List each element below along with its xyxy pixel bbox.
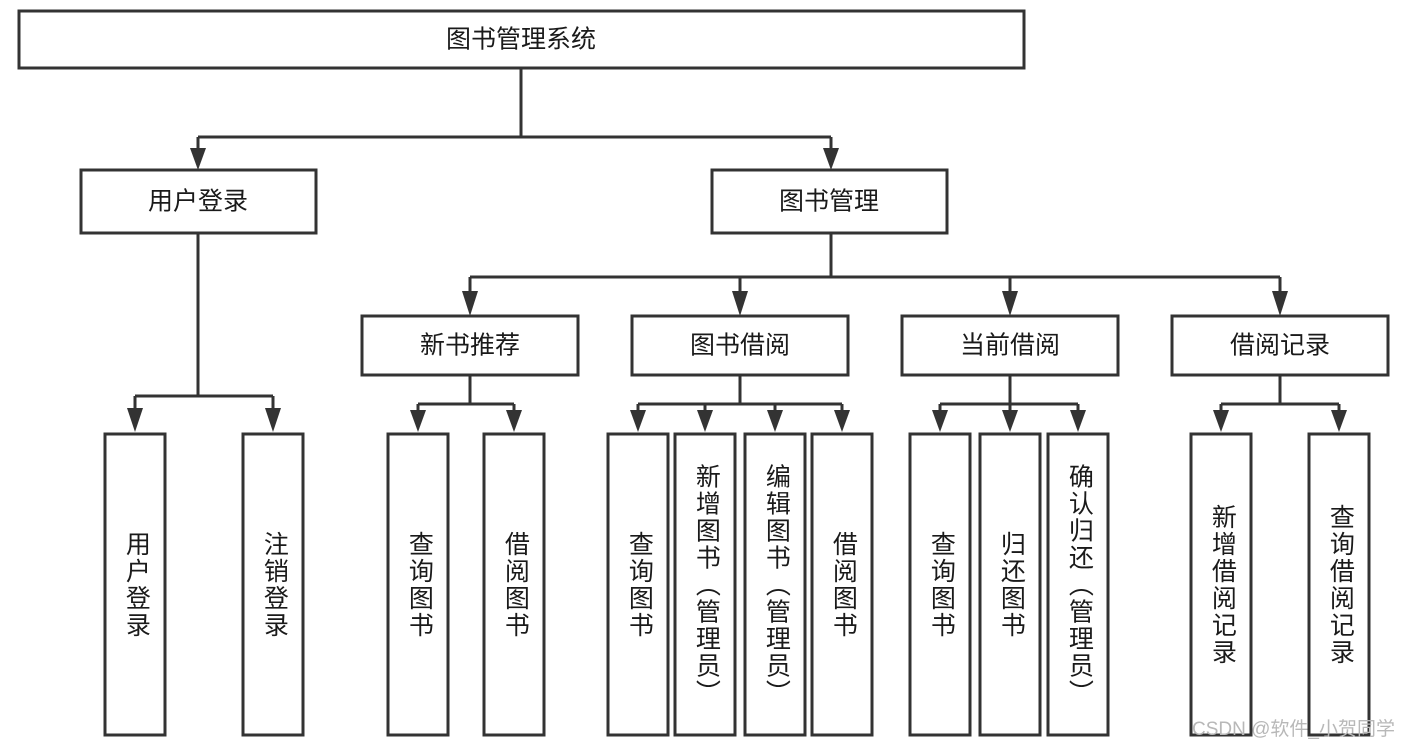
node-leaf-add-book-box[interactable]	[673, 432, 737, 737]
node-leaf-add-book[interactable]: 新增图书（管理员）	[673, 432, 737, 737]
node-leaf-query-book-3-box[interactable]	[908, 432, 972, 737]
arrow-book-borrow-leaf2-icon	[697, 410, 713, 432]
node-leaf-borrow-book-1-label: 借阅图书	[501, 531, 530, 639]
node-leaf-confirm-return[interactable]: 确认归还（管理员）	[1046, 432, 1110, 737]
node-root-label: 图书管理系统	[446, 26, 596, 54]
node-leaf-add-record-box[interactable]	[1189, 432, 1253, 737]
node-leaf-query-book-1-box[interactable]	[386, 432, 450, 737]
node-user-login-label: 用户登录	[148, 188, 248, 216]
node-leaf-borrow-book-2-label: 借阅图书	[829, 531, 858, 639]
node-user-login[interactable]: 用户登录	[79, 168, 318, 235]
node-borrow-record-label: 借阅记录	[1230, 332, 1330, 360]
arrow-borrow-record-leaf1-icon	[1213, 410, 1229, 432]
node-borrow-record-box[interactable]	[1170, 314, 1390, 377]
arrow-root-to-book-management-icon	[823, 148, 839, 170]
arrow-new-book-leaf1-icon	[410, 410, 426, 432]
node-leaf-return-book-label: 归还图书	[997, 531, 1026, 639]
node-new-book-recommend-label: 新书推荐	[420, 332, 520, 360]
node-leaf-query-book-1[interactable]: 查询图书	[386, 432, 450, 737]
node-book-management[interactable]: 图书管理	[710, 168, 949, 235]
node-leaf-query-book-1-label: 查询图书	[405, 531, 434, 639]
node-user-login-box[interactable]	[79, 168, 318, 235]
node-leaf-query-book-2-box[interactable]	[606, 432, 670, 737]
arrow-current-borrow-leaf1-icon	[932, 410, 948, 432]
arrow-bm-to-new-book-icon	[462, 291, 478, 316]
node-leaf-logout-login-box[interactable]	[241, 432, 305, 737]
node-book-borrow[interactable]: 图书借阅	[630, 314, 850, 377]
edge-group-root-to-level2	[190, 68, 839, 170]
arrow-user-login-leaf2-icon	[265, 408, 281, 432]
node-leaf-query-book-2-label: 查询图书	[625, 531, 654, 639]
node-current-borrow[interactable]: 当前借阅	[900, 314, 1120, 377]
arrow-current-borrow-leaf3-icon	[1070, 410, 1086, 432]
node-leaf-confirm-return-box[interactable]	[1046, 432, 1110, 737]
node-new-book-recommend-box[interactable]	[360, 314, 580, 377]
node-leaf-return-book-box[interactable]	[978, 432, 1042, 737]
arrow-book-borrow-leaf4-icon	[834, 410, 850, 432]
node-current-borrow-box[interactable]	[900, 314, 1120, 377]
arrow-book-borrow-leaf3-icon	[767, 410, 783, 432]
node-leaf-query-book-2[interactable]: 查询图书	[606, 432, 670, 737]
node-leaf-edit-book-box[interactable]	[743, 432, 807, 737]
node-current-borrow-label: 当前借阅	[960, 332, 1060, 360]
edge-group-book-management-to-level3	[462, 233, 1288, 316]
node-book-management-box[interactable]	[710, 168, 949, 235]
node-book-management-label: 图书管理	[779, 188, 879, 216]
edge-group-new-book-to-leaves	[410, 375, 522, 432]
node-leaf-edit-book[interactable]: 编辑图书（管理员）	[743, 432, 807, 737]
node-leaf-borrow-book-1-box[interactable]	[482, 432, 546, 737]
node-leaf-logout-login[interactable]: 注销登录	[241, 432, 305, 737]
arrow-new-book-leaf2-icon	[506, 410, 522, 432]
node-leaf-user-login[interactable]: 用户登录	[103, 432, 167, 737]
edge-group-user-login-to-leaves	[127, 233, 281, 432]
node-leaf-edit-book-label: 编辑图书（管理员）	[762, 464, 791, 707]
node-leaf-query-record-label: 查询借阅记录	[1326, 504, 1355, 666]
node-leaf-borrow-book-1[interactable]: 借阅图书	[482, 432, 546, 737]
node-leaf-query-book-3[interactable]: 查询图书	[908, 432, 972, 737]
node-leaf-add-book-label: 新增图书（管理员）	[692, 464, 721, 707]
edge-group-borrow-record-to-leaves	[1213, 375, 1347, 432]
node-borrow-record[interactable]: 借阅记录	[1170, 314, 1390, 377]
arrow-bm-to-current-borrow-icon	[1002, 291, 1018, 316]
node-leaf-query-record[interactable]: 查询借阅记录	[1307, 432, 1371, 737]
node-leaf-return-book[interactable]: 归还图书	[978, 432, 1042, 737]
arrow-bm-to-book-borrow-icon	[732, 291, 748, 316]
node-leaf-add-record[interactable]: 新增借阅记录	[1189, 432, 1253, 737]
node-leaf-add-record-label: 新增借阅记录	[1208, 504, 1237, 666]
node-leaf-borrow-book-2-box[interactable]	[810, 432, 874, 737]
arrow-user-login-leaf1-icon	[127, 408, 143, 432]
node-root-box[interactable]	[17, 9, 1026, 70]
node-book-borrow-label: 图书借阅	[690, 332, 790, 360]
node-leaf-logout-login-label: 注销登录	[260, 531, 289, 639]
edge-group-book-borrow-to-leaves	[630, 375, 850, 432]
node-leaf-user-login-box[interactable]	[103, 432, 167, 737]
node-leaf-user-login-label: 用户登录	[122, 531, 151, 639]
arrow-root-to-user-login-icon	[190, 148, 206, 170]
arrow-borrow-record-leaf2-icon	[1331, 410, 1347, 432]
arrow-current-borrow-leaf2-icon	[1002, 410, 1018, 432]
edge-group-current-borrow-to-leaves	[932, 375, 1086, 432]
node-leaf-query-record-box[interactable]	[1307, 432, 1371, 737]
node-leaf-borrow-book-2[interactable]: 借阅图书	[810, 432, 874, 737]
node-root[interactable]: 图书管理系统	[17, 9, 1026, 70]
node-book-borrow-box[interactable]	[630, 314, 850, 377]
node-leaf-confirm-return-label: 确认归还（管理员）	[1065, 464, 1094, 707]
node-leaf-query-book-3-label: 查询图书	[927, 531, 956, 639]
arrow-bm-to-borrow-record-icon	[1272, 291, 1288, 316]
node-new-book-recommend[interactable]: 新书推荐	[360, 314, 580, 377]
arrow-book-borrow-leaf1-icon	[630, 410, 646, 432]
